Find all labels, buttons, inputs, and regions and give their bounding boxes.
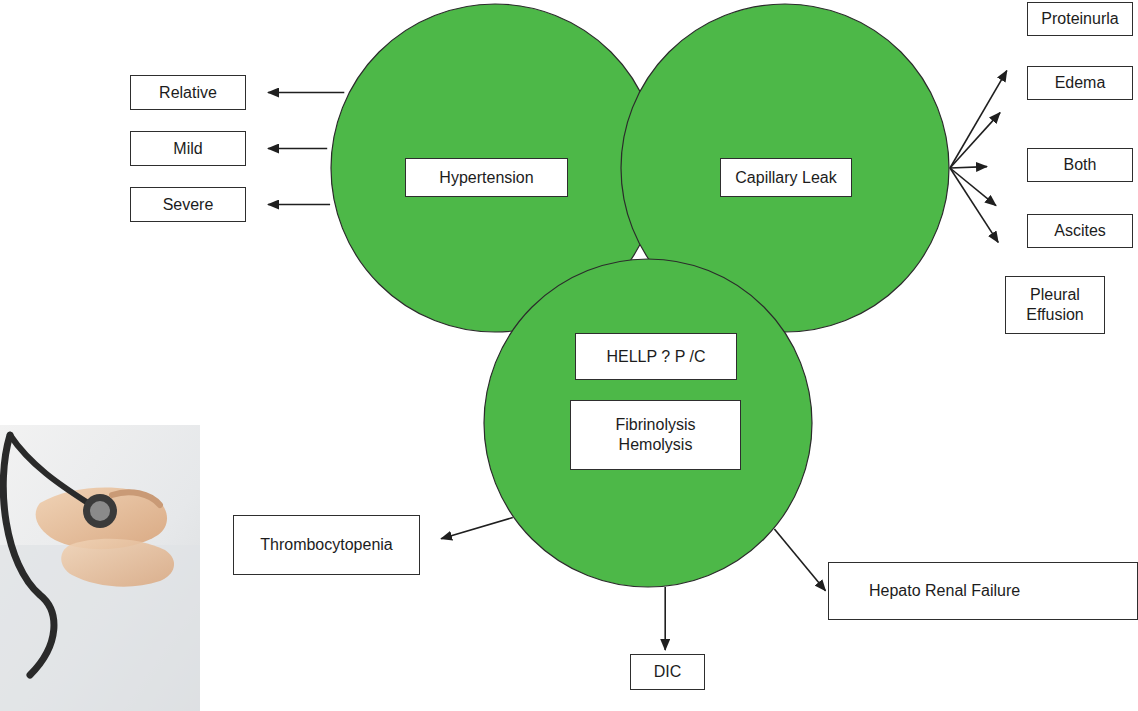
arrow-connector [664, 587, 666, 650]
arrow-connector [268, 92, 344, 94]
text-box: Severe [130, 187, 246, 222]
arrow-connector [441, 518, 513, 539]
node-label: Hypertension [439, 168, 533, 188]
text-box: Both [1027, 148, 1133, 182]
arrow-connector [950, 113, 1000, 168]
text-box: Hepato Renal Failure [828, 562, 1138, 620]
text-box: Capillary Leak [720, 158, 852, 197]
arrow-connector [774, 529, 825, 591]
node-label: Proteinurla [1041, 9, 1118, 29]
arrow-connector [950, 71, 1007, 168]
arrow-connector [950, 168, 996, 206]
node-label: Pleural Effusion [1015, 285, 1095, 325]
text-box: HELLP ? P /C [575, 333, 737, 380]
arrow-connector [268, 148, 327, 150]
arrow-connector [950, 167, 987, 168]
text-box: Fibrinolysis Hemolysis [570, 400, 741, 470]
text-box: Mild [130, 131, 246, 166]
text-box: Ascites [1027, 214, 1133, 248]
node-label: Hepato Renal Failure [869, 581, 1020, 601]
text-box: Edema [1027, 66, 1133, 100]
arrow-connector [268, 204, 330, 206]
node-label: Capillary Leak [735, 168, 836, 188]
arrow-connector [950, 168, 998, 242]
node-label: Relative [159, 83, 217, 103]
node-label: Mild [173, 139, 202, 159]
node-label: Edema [1055, 73, 1106, 93]
text-box: DIC [630, 654, 705, 690]
node-label: Severe [163, 195, 214, 215]
text-box: Thrombocytopenia [233, 515, 420, 575]
text-box: Hypertension [405, 158, 568, 197]
node-label: HELLP ? P /C [606, 347, 705, 367]
node-label: Fibrinolysis Hemolysis [601, 415, 711, 455]
stethoscope-photo [0, 425, 200, 711]
text-box: Pleural Effusion [1005, 276, 1105, 334]
node-label: Ascites [1054, 221, 1106, 241]
node-label: Thrombocytopenia [260, 535, 393, 555]
text-box: Proteinurla [1027, 2, 1133, 36]
node-label: DIC [654, 662, 682, 682]
circle-region: HELLP ? P /C Fibrinolysis Hemolysis [483, 258, 813, 588]
node-label: Both [1064, 155, 1097, 175]
text-box: Relative [130, 75, 246, 110]
